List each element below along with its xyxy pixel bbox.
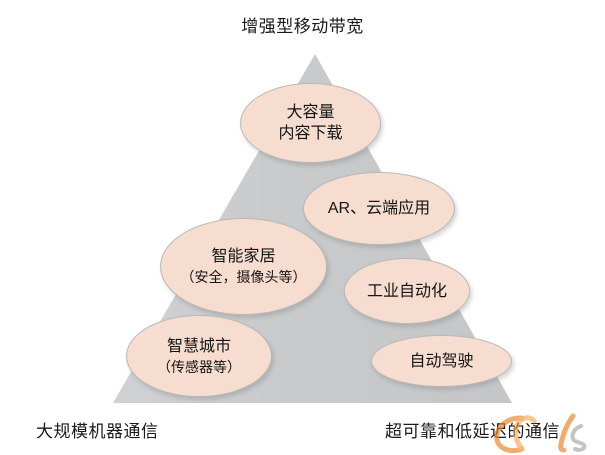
node-label-primary: 大容量 [286,104,335,121]
node-ar-cloud-apps[interactable]: AR、云端应用 [303,172,455,245]
node-label-secondary: 内容下载 [278,125,343,142]
node-smart-city[interactable]: 智慧城市 （传感器等） [126,315,272,397]
diagram-title: 增强型移动带宽 [241,17,364,36]
node-label-primary: AR、云端应用 [327,200,431,217]
node-label-primary: 工业自动化 [366,282,447,300]
node-label-primary: 智能家居 [211,248,276,265]
node-label-secondary: （传感器等） [157,358,241,375]
node-label-primary: 智慧城市 [166,337,231,355]
label-ultra-reliable-low-latency: 超可靠和低延迟的通信 [385,422,560,441]
node-industrial-automation[interactable]: 工业自动化 [344,258,470,324]
label-massive-machine-communication: 大规模机器通信 [36,422,159,441]
node-label-secondary: （安全，摄像头等） [180,269,307,285]
node-smart-home[interactable]: 智能家居 （安全，摄像头等） [160,218,327,315]
node-label-primary: 自动驾驶 [409,352,474,370]
node-large-capacity[interactable]: 大容量 内容下载 [240,83,381,163]
node-autonomous-driving[interactable]: 自动驾驶 [371,335,512,387]
